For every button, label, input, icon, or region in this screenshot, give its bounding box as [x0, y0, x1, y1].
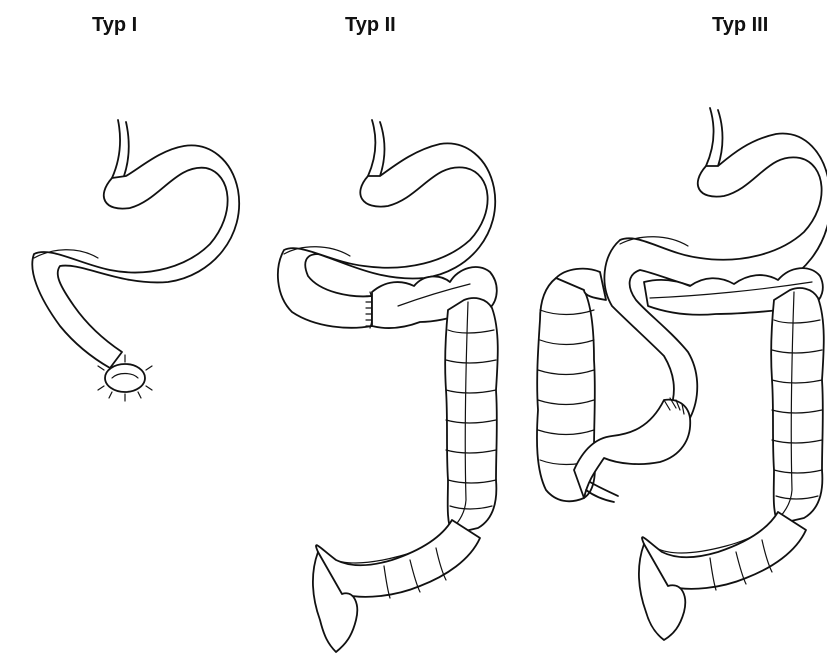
type-2-sigmoid-colon [316, 520, 480, 597]
type-3-illustration [537, 108, 827, 640]
type-3-sigmoid-colon [642, 512, 806, 589]
type-1-stomach [32, 145, 239, 368]
type-2-esophagus [368, 120, 385, 176]
type-1-illustration [32, 120, 239, 401]
type-2-illustration [278, 120, 498, 652]
type-1-stoma [105, 364, 145, 392]
type-1-esophagus [112, 120, 129, 178]
type-3-esophagus [706, 108, 723, 166]
